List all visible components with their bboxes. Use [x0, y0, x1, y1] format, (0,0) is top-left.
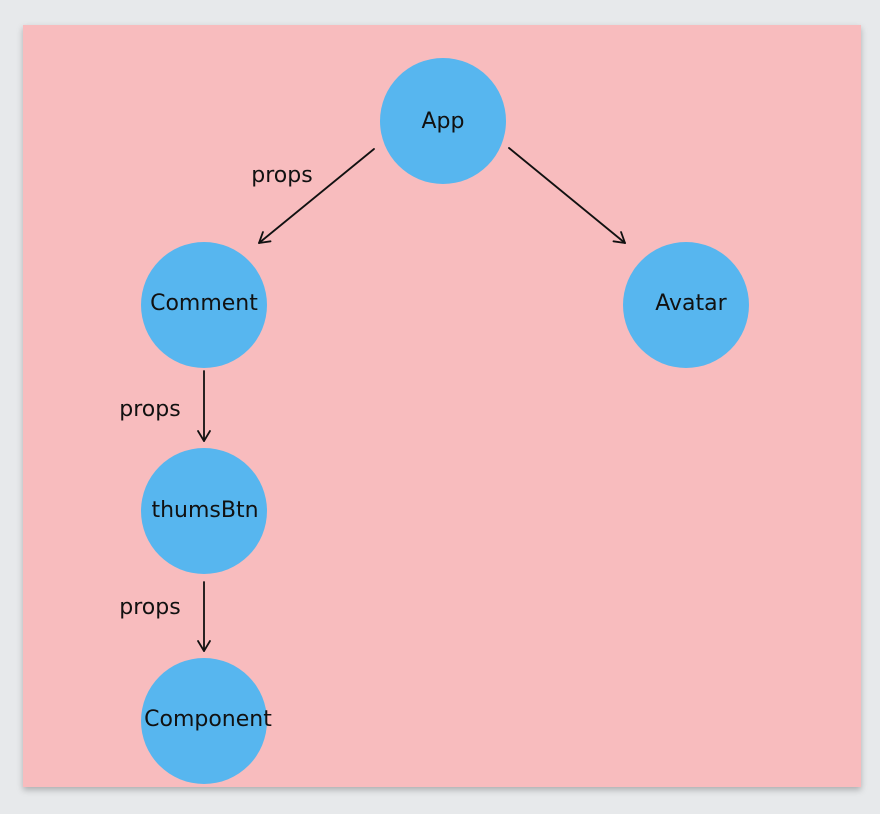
arrow-app-to-avatar — [508, 147, 626, 244]
node-avatar-label: Avatar — [655, 291, 727, 316]
arrow-app-to-comment — [258, 148, 375, 244]
node-component-circle — [141, 658, 267, 784]
node-app-circle — [380, 58, 506, 184]
edge-label-comment-to-thumbsbtn: props — [119, 397, 180, 422]
node-comment-circle — [141, 242, 267, 368]
node-comment: Comment — [141, 242, 267, 368]
edge-app-to-comment: props — [251, 148, 375, 244]
node-avatar: Avatar — [623, 242, 749, 368]
node-thumbsbtn: thumsBtn — [141, 448, 267, 574]
node-comment-label: Comment — [150, 291, 258, 316]
node-thumbsbtn-circle — [141, 448, 267, 574]
node-component-label: Component — [144, 707, 272, 732]
edge-label-thumbsbtn-to-component: props — [119, 595, 180, 620]
edge-label-app-to-comment: props — [251, 163, 312, 188]
edge-app-to-avatar — [508, 147, 626, 244]
edge-thumbsbtn-to-component: props — [119, 581, 211, 652]
node-app: App — [380, 58, 506, 184]
node-avatar-circle — [623, 242, 749, 368]
node-component: Component — [141, 658, 272, 784]
node-thumbsbtn-label: thumsBtn — [151, 498, 258, 523]
node-app-label: App — [422, 109, 465, 134]
edge-comment-to-thumbsbtn: props — [119, 370, 211, 442]
